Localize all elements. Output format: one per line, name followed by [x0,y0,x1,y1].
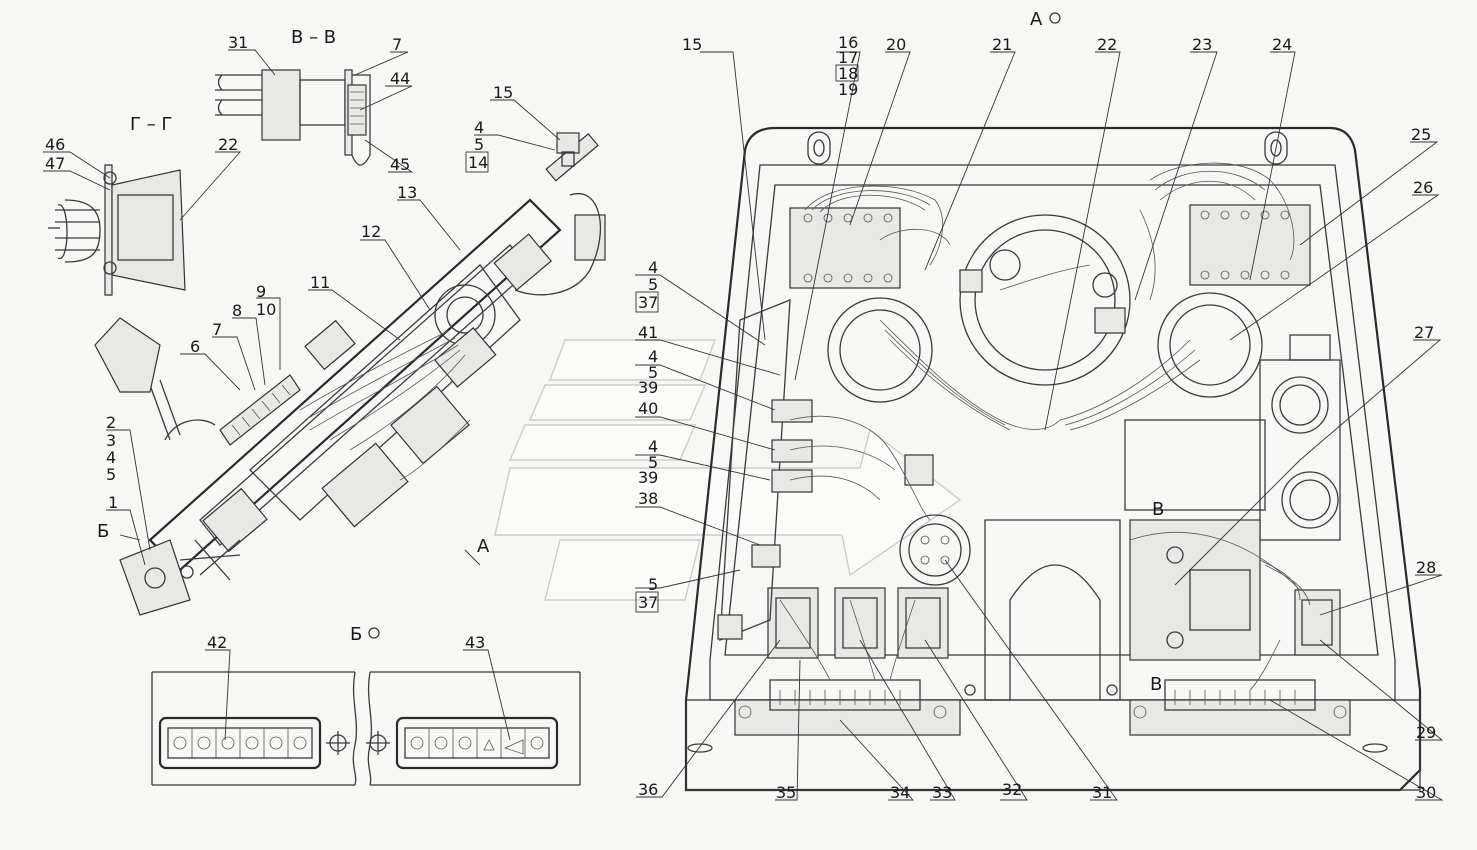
section-v-mark-top: В [1152,499,1164,520]
callout-44: 44 [390,69,410,88]
view-b-panels [151,671,581,786]
callout-5: 5 [106,465,116,484]
main-panel [684,126,1422,792]
callout-4: 4 [106,448,116,467]
arrow-b-label: Б [97,521,109,542]
callout-35: 35 [776,783,796,802]
callout-23: 23 [1192,35,1212,54]
view-a-title: А [1030,9,1043,30]
callout-43: 43 [465,633,485,652]
callout-21: 21 [992,35,1012,54]
callout-27: 27 [1414,323,1434,342]
callout-17: 17 [838,48,858,67]
arrow-a-label: А [477,536,490,557]
section-vv-title: В – В [291,27,336,48]
callout-14: 14 [468,153,488,172]
callout-7-section: 7 [392,35,402,54]
callout-31: 31 [1092,783,1112,802]
callout-29: 29 [1416,723,1436,742]
side-view [94,192,606,616]
callout-9: 9 [256,282,266,301]
callout-46: 46 [45,135,65,154]
callout-13: 13 [397,183,417,202]
callout-39-a: 39 [638,378,658,397]
detail-15 [545,132,599,182]
callout-42: 42 [207,633,227,652]
callout-5-top: 5 [474,135,484,154]
callout-8: 8 [232,301,242,320]
callout-45: 45 [390,155,410,174]
callout-19: 19 [838,80,858,99]
callout-12: 12 [361,222,381,241]
callout-33: 33 [932,783,952,802]
callout-10: 10 [256,300,276,319]
watermark [494,339,962,601]
callout-6: 6 [190,337,200,356]
callout-20: 20 [886,35,906,54]
callout-5-left-b: 5 [648,363,658,382]
callout-34: 34 [890,783,910,802]
callout-37-a: 37 [638,293,658,312]
callout-32: 32 [1002,780,1022,799]
callout-26: 26 [1413,178,1433,197]
callout-41: 41 [638,323,658,342]
callout-30: 30 [1416,783,1436,802]
callout-24: 24 [1272,35,1292,54]
callout-22-section: 22 [218,135,238,154]
callout-15: 15 [682,35,702,54]
callout-37-b: 37 [638,593,658,612]
callout-5-left-a: 5 [648,275,658,294]
section-vv [215,69,371,166]
callout-36: 36 [638,780,658,799]
callout-boxes [465,64,859,613]
callout-39-b: 39 [638,468,658,487]
callout-15-side: 15 [493,83,513,102]
callout-40: 40 [638,399,658,418]
callout-numbers: 1 2 3 4 5 6 7 8 9 10 11 12 13 4 5 14 15 … [45,33,1436,802]
callout-5-left-c: 5 [648,453,658,472]
callout-11: 11 [310,273,330,292]
callout-28: 28 [1416,558,1436,577]
leader-lines [43,49,1444,801]
callout-25: 25 [1411,125,1431,144]
section-titles: А Б В – В Г – Г А Б В В [97,9,1164,695]
callout-3: 3 [106,431,116,450]
callout-4-left-b: 4 [648,347,658,366]
callout-22: 22 [1097,35,1117,54]
callout-2: 2 [106,413,116,432]
callout-47: 47 [45,154,65,173]
callout-16: 16 [838,33,858,52]
callout-38: 38 [638,489,658,508]
callout-5-left-d: 5 [648,575,658,594]
callout-4-left-c: 4 [648,437,658,456]
callout-7: 7 [212,320,222,339]
section-gg-title: Г – Г [130,114,172,135]
callout-1: 1 [108,493,118,512]
callout-31-section: 31 [228,33,248,52]
callout-18: 18 [838,64,858,83]
callout-4-left-a: 4 [648,258,658,277]
callout-4-top: 4 [474,118,484,137]
view-b-title: Б [350,624,362,645]
section-v-mark-bottom: В [1150,674,1162,695]
section-gg [48,164,186,296]
